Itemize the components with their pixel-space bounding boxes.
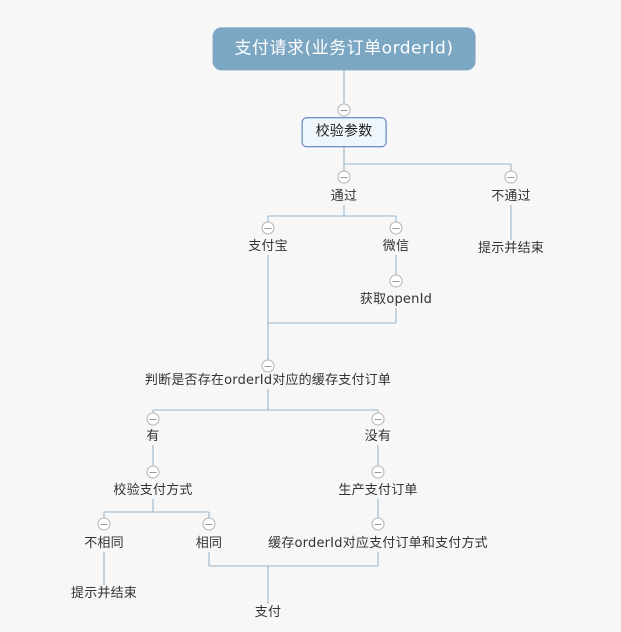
toggle-minus-icon-not-has[interactable]: [371, 412, 385, 426]
toggle-minus-icon-has[interactable]: [146, 412, 160, 426]
toggle-minus-icon-fail[interactable]: [504, 170, 518, 184]
node-verify-pay-method[interactable]: 校验支付方式: [113, 482, 193, 498]
toggle-minus-icon-verify-pay-method[interactable]: [146, 465, 160, 479]
toggle-minus-icon-check-cached-order[interactable]: [261, 359, 275, 373]
toggle-minus-icon-create-pay-order[interactable]: [371, 465, 385, 479]
node-validate-params[interactable]: 校验参数: [301, 117, 387, 147]
toggle-minus-icon-same[interactable]: [202, 517, 216, 531]
toggle-minus-icon-wechat[interactable]: [389, 221, 403, 235]
node-pay[interactable]: 支付: [254, 604, 282, 620]
node-has[interactable]: 有: [146, 428, 160, 444]
toggle-minus-icon-cache-order[interactable]: [371, 517, 385, 531]
toggle-minus-icon-not-same[interactable]: [97, 517, 111, 531]
toggle-minus-icon-get-openid[interactable]: [389, 274, 403, 288]
toggle-minus-icon-alipay[interactable]: [261, 221, 275, 235]
node-not-has[interactable]: 没有: [364, 428, 392, 444]
node-create-pay-order[interactable]: 生产支付订单: [338, 482, 418, 498]
node-check-cached-order[interactable]: 判断是否存在orderId对应的缓存支付订单: [144, 372, 392, 388]
node-fail[interactable]: 不通过: [491, 188, 531, 204]
node-pass[interactable]: 通过: [330, 188, 358, 204]
toggle-minus-icon-pass[interactable]: [337, 170, 351, 184]
node-fail-prompt-end[interactable]: 提示并结束: [477, 240, 545, 256]
node-alipay[interactable]: 支付宝: [248, 238, 288, 254]
node-get-openid[interactable]: 获取openId: [359, 291, 433, 307]
node-not-same-prompt-end[interactable]: 提示并结束: [70, 585, 138, 601]
node-not-same[interactable]: 不相同: [84, 535, 124, 551]
toggle-minus-icon-validate-params[interactable]: [337, 103, 351, 117]
node-wechat[interactable]: 微信: [382, 238, 410, 254]
node-cache-order-and-method[interactable]: 缓存orderId对应支付订单和支付方式: [268, 535, 488, 551]
node-same[interactable]: 相同: [195, 535, 223, 551]
node-root-payment-request[interactable]: 支付请求(业务订单orderId): [212, 27, 476, 71]
